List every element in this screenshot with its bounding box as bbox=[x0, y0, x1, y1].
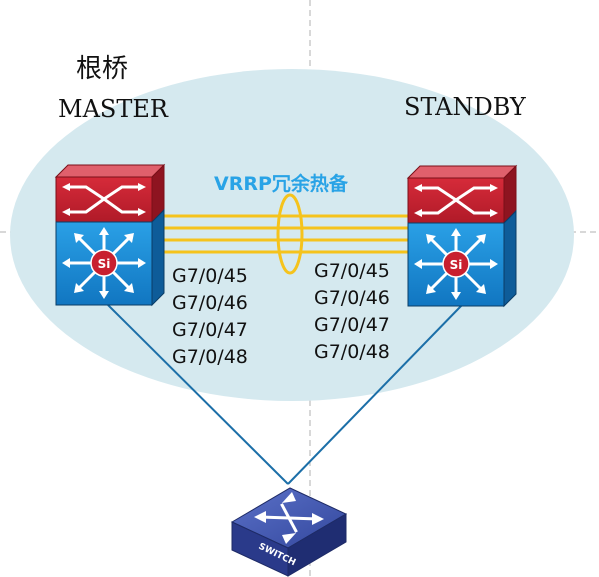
port-label: G7/0/45 bbox=[172, 265, 248, 287]
access-switch: SWITCH bbox=[230, 487, 348, 577]
port-label: G7/0/48 bbox=[314, 341, 390, 363]
port-label: G7/0/45 bbox=[314, 260, 390, 282]
uplink-lines bbox=[107, 304, 463, 485]
port-label: G7/0/46 bbox=[172, 292, 248, 314]
ports-left: G7/0/45 G7/0/46 G7/0/47 G7/0/48 bbox=[172, 265, 248, 368]
master-core-switch: Si bbox=[54, 163, 166, 307]
si-badge-left: Si bbox=[98, 257, 111, 271]
si-badge-right: Si bbox=[450, 258, 463, 272]
port-label: G7/0/46 bbox=[314, 287, 390, 309]
root-bridge-label: 根桥 bbox=[76, 54, 128, 84]
link-aggregation-ring bbox=[276, 193, 304, 275]
redundancy-zone-ellipse bbox=[10, 69, 574, 401]
vrrp-label: VRRP冗余热备 bbox=[214, 172, 349, 195]
switch-arrows-icon bbox=[254, 492, 324, 544]
master-label: MASTER bbox=[58, 95, 169, 123]
port-label: G7/0/48 bbox=[172, 346, 248, 368]
port-label: G7/0/47 bbox=[314, 314, 390, 336]
port-label: G7/0/47 bbox=[172, 319, 248, 341]
standby-core-switch: Si bbox=[406, 164, 518, 308]
trunk-links bbox=[160, 214, 408, 254]
standby-label: STANDBY bbox=[404, 93, 527, 121]
ports-right: G7/0/45 G7/0/46 G7/0/47 G7/0/48 bbox=[314, 260, 390, 363]
